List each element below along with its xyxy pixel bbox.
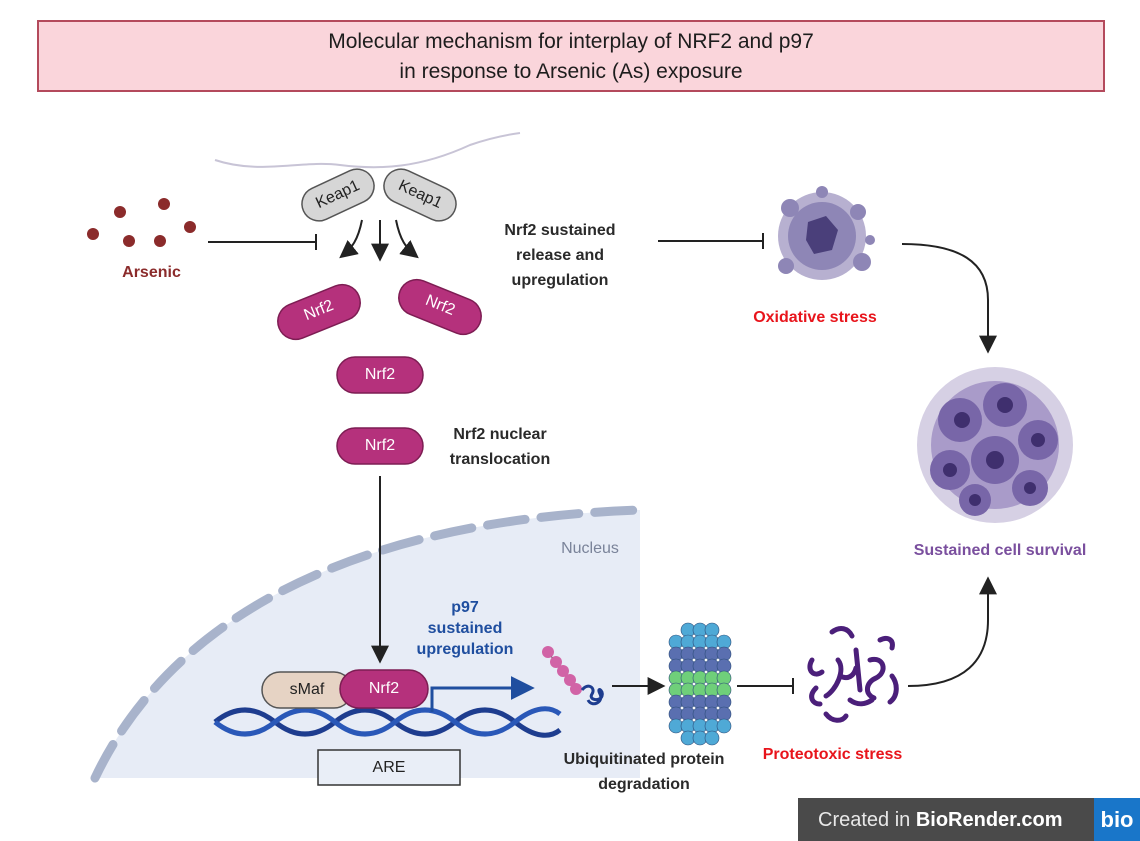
p97-line-2: sustained — [427, 620, 503, 637]
cell-membrane — [214, 132, 521, 169]
proteotoxic-to-survival-arrow — [907, 576, 997, 687]
release-arrow-right — [395, 219, 419, 259]
proteotoxic-stress-icon — [807, 626, 899, 723]
biorender-logo: bio — [1094, 798, 1140, 841]
arsenic-label: Arsenic — [122, 264, 181, 281]
are-label: ARE — [372, 759, 406, 776]
p97-line-3: upregulation — [416, 641, 514, 658]
title-line-1: Molecular mechanism for interplay of NRF… — [328, 30, 814, 53]
oxidative-stress-icon — [778, 186, 875, 280]
proteotoxic-stress-label: Proteotoxic stress — [762, 746, 903, 763]
nrf2-bound-label: Nrf2 — [368, 680, 400, 697]
oxidative-stress-label: Oxidative stress — [753, 309, 877, 326]
transcription-arrow — [430, 676, 535, 712]
nrf2-pill-right — [398, 278, 482, 336]
nrf2-pill-bound — [339, 669, 429, 709]
ubiquitinated-label: Ubiquitinated protein degradation — [534, 747, 754, 797]
proteasome-subunit — [704, 730, 720, 746]
nrf2-release-line-1: Nrf2 sustained — [504, 222, 616, 239]
nuclear-translocation-label: Nrf2 nuclear translocation — [425, 422, 575, 472]
nrf2-translocating-label: Nrf2 — [364, 437, 396, 454]
are-box — [317, 749, 461, 786]
badge-brand: BioRender.com — [915, 809, 1063, 831]
arsenic-particles — [87, 198, 196, 247]
ubiq-line-2: degradation — [598, 776, 690, 793]
title-line-2: in response to Arsenic (As) exposure — [399, 60, 743, 83]
nrf2-release-line-2: release and — [515, 247, 605, 264]
nrf2-release-label: Nrf2 sustained release and upregulation — [470, 218, 650, 293]
dna-helix — [213, 706, 562, 738]
release-arrow-left — [339, 219, 363, 259]
keap1-left — [301, 168, 375, 222]
nrf2-pill-translocating — [336, 427, 424, 465]
smaf-label: sMaf — [289, 681, 325, 698]
p97-line-1: p97 — [451, 599, 479, 616]
biorender-badge-text: Created in BioRender.com — [818, 809, 1063, 832]
cell-survival-icon — [917, 367, 1073, 523]
nrf2-release-line-3: upregulation — [511, 272, 609, 289]
cell-survival-label: Sustained cell survival — [913, 542, 1087, 559]
proteasome-icon — [668, 622, 732, 746]
nrf2-center-label: Nrf2 — [364, 366, 396, 383]
nrf2-pill-left — [277, 283, 361, 341]
badge-prefix: Created in — [818, 809, 916, 831]
nuclear-transloc-line-1: Nrf2 nuclear — [453, 426, 547, 443]
nrf2-pill-center — [336, 356, 424, 394]
title-box: Molecular mechanism for interplay of NRF… — [37, 20, 1105, 92]
nucleus-label: Nucleus — [561, 540, 619, 557]
ubiquitin-chain — [542, 646, 604, 706]
biorender-badge[interactable] — [798, 798, 1140, 841]
keap1-right — [383, 168, 457, 222]
proteasome-subunit — [716, 718, 732, 734]
nuclear-envelope — [90, 505, 645, 783]
ubiq-line-1: Ubiquitinated protein — [563, 751, 725, 768]
nuclear-transloc-line-2: translocation — [449, 451, 551, 468]
oxidative-to-survival-arrow — [901, 243, 997, 354]
p97-label: p97 sustained upregulation — [400, 597, 530, 660]
